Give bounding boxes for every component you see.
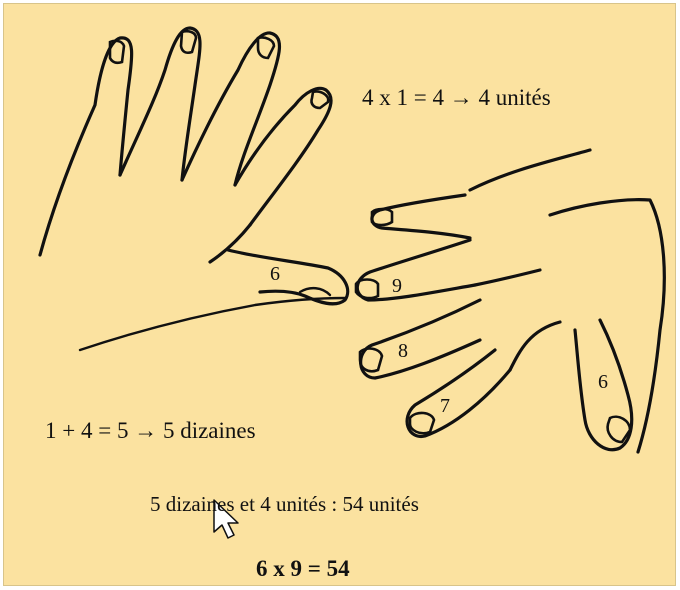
finger-label-left-6: 6 bbox=[270, 263, 280, 285]
finger-label-right-8: 8 bbox=[398, 340, 408, 362]
right-hand bbox=[354, 148, 666, 454]
left-hand bbox=[38, 26, 350, 352]
finger-label-right-7: 7 bbox=[440, 395, 450, 417]
tens-equation: 1 + 4 = 5 → 5 dizaines bbox=[45, 418, 256, 443]
finger-label-right-thumb-6: 6 bbox=[598, 371, 608, 393]
mouse-pointer-icon bbox=[213, 499, 239, 539]
finger-label-right-9: 9 bbox=[392, 275, 402, 297]
diagram-frame bbox=[3, 3, 676, 586]
result-equation: 6 x 9 = 54 bbox=[256, 556, 350, 581]
units-equation: 4 x 1 = 4 → 4 unités bbox=[362, 85, 551, 110]
combined-statement: 5 dizaines et 4 unités : 54 unités bbox=[150, 492, 419, 516]
